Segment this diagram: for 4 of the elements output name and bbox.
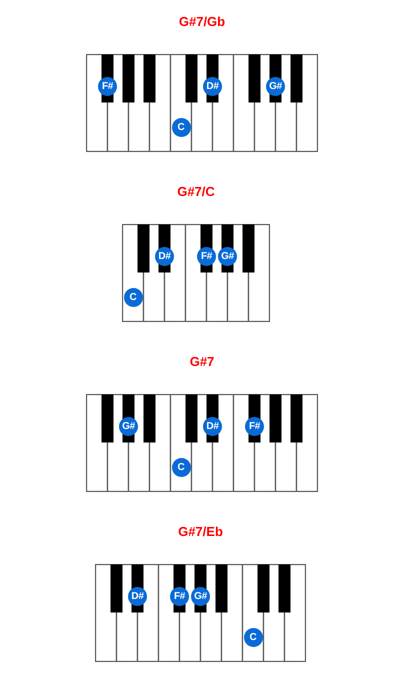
chord-title: G#7/Gb	[178, 14, 226, 30]
chord-title: G#7/C	[177, 184, 215, 200]
chord-title: G#7/Eb	[178, 524, 223, 540]
chord-title: G#7	[190, 354, 214, 370]
